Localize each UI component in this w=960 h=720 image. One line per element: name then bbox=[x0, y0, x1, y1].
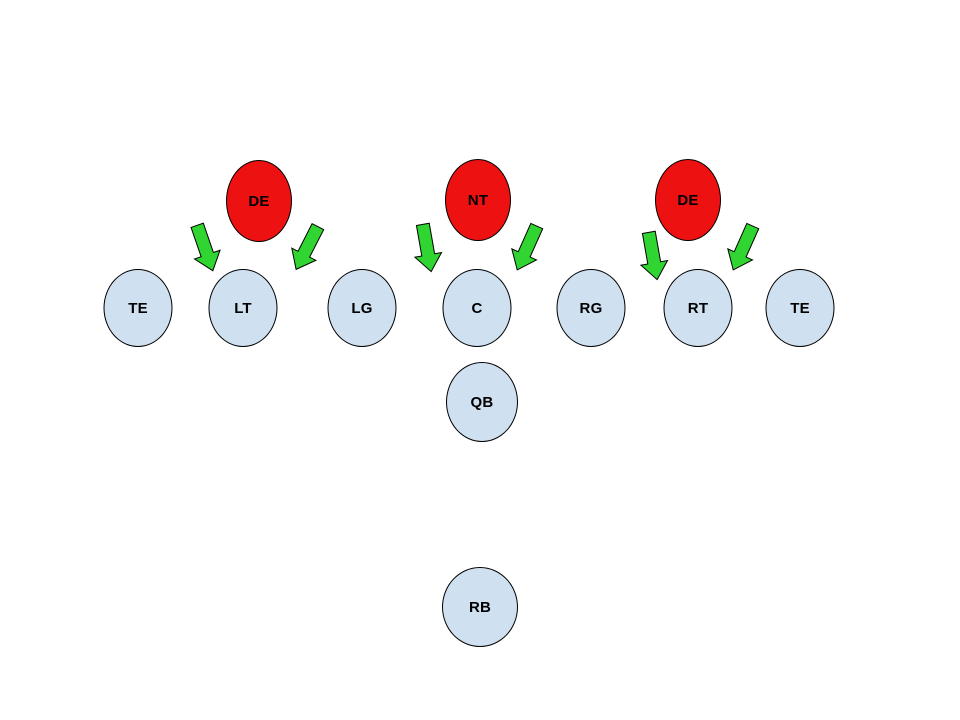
offense-node-lt: LT bbox=[208, 269, 278, 347]
backfield-node-qb: QB bbox=[446, 362, 518, 442]
defense-node-nt: NT bbox=[445, 159, 511, 241]
offense-node-rt: RT bbox=[663, 269, 733, 347]
block-arrow-icon bbox=[190, 222, 221, 272]
block-arrow-icon bbox=[511, 222, 544, 271]
offense-node-te-right: TE bbox=[765, 269, 835, 347]
block-arrow-icon bbox=[291, 222, 325, 271]
defense-node-de-right: DE bbox=[655, 159, 721, 241]
offense-node-c: C bbox=[442, 269, 512, 347]
backfield-node-rb: RB bbox=[442, 567, 518, 647]
offense-node-lg: LG bbox=[327, 269, 397, 347]
defense-node-de-left: DE bbox=[226, 160, 292, 242]
block-arrow-icon bbox=[639, 230, 669, 281]
block-arrow-icon bbox=[413, 222, 443, 273]
offense-node-te-left: TE bbox=[103, 269, 173, 347]
offense-node-rg: RG bbox=[556, 269, 626, 347]
block-arrow-icon bbox=[727, 222, 760, 271]
